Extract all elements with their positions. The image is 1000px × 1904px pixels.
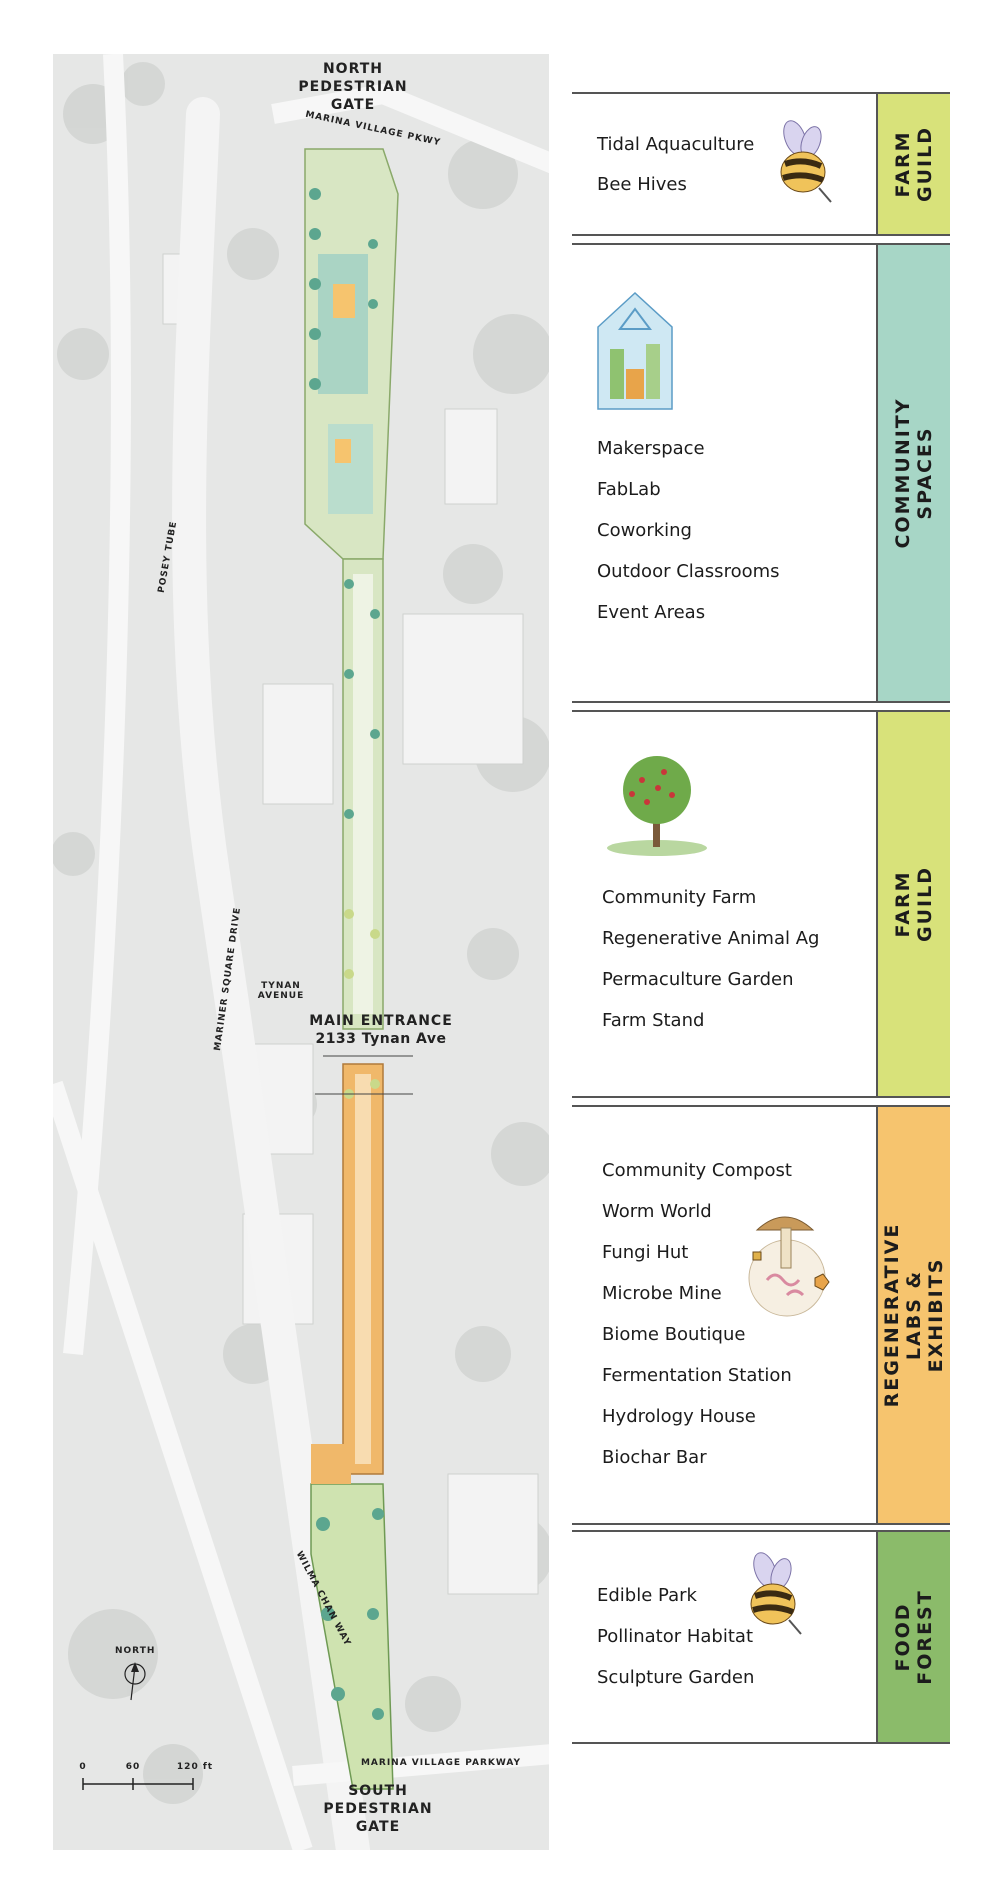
list-item: Farm Stand	[602, 1010, 705, 1031]
greenhouse-icon	[597, 291, 673, 410]
scale-label-120: 120 ft	[176, 1762, 214, 1772]
band-label: REGENERATIVE LABS & EXHIBITS	[881, 1222, 947, 1408]
tynan-avenue-label: TYNAN AVENUE	[257, 981, 305, 1001]
list-item: Makerspace	[597, 438, 705, 459]
band-label: FARM GUILD	[892, 866, 936, 942]
list-item: Worm World	[602, 1201, 712, 1222]
aerial-map-graphic	[53, 54, 549, 1850]
list-item: FabLab	[597, 479, 661, 500]
site-map: NORTH PEDESTRIAN GATE MARINA VILLAGE PKW…	[53, 54, 549, 1850]
list-item: Event Areas	[597, 602, 706, 623]
list-item: Edible Park	[597, 1585, 697, 1606]
panel-food-forest: Edible Park Pollinator Habitat Sculpture…	[572, 1530, 950, 1744]
north-arrow-label: NORTH	[115, 1646, 156, 1656]
list-item: Biochar Bar	[602, 1447, 707, 1468]
band-food-forest: FOOD FOREST	[876, 1532, 950, 1742]
list-item: Permaculture Garden	[602, 969, 794, 990]
list-item: Fungi Hut	[602, 1242, 689, 1263]
list-item: Bee Hives	[597, 174, 687, 195]
band-label: COMMUNITY SPACES	[892, 397, 936, 549]
list-item: Regenerative Animal Ag	[602, 928, 820, 949]
list-item: Microbe Mine	[602, 1283, 722, 1304]
bee-icon	[780, 120, 832, 203]
list-item: Hydrology House	[602, 1406, 756, 1427]
list-item: Fermentation Station	[602, 1365, 792, 1386]
marina-village-parkway-label: MARINA VILLAGE PARKWAY	[360, 1758, 522, 1768]
band-community-spaces: COMMUNITY SPACES	[876, 245, 950, 701]
scale-label-60: 60	[125, 1762, 141, 1772]
list-item: Outdoor Classrooms	[597, 561, 780, 582]
fruit-tree-icon	[607, 756, 707, 856]
bee-icon	[750, 1552, 802, 1635]
list-item: Pollinator Habitat	[597, 1626, 753, 1647]
north-pedestrian-gate-label: NORTH PEDESTRIAN GATE	[298, 61, 408, 113]
band-farm-guild: FARM GUILD	[876, 94, 950, 234]
mushroom-soil-icon	[748, 1216, 830, 1317]
panel-regenerative-labs: Community Compost Worm World Fungi Hut M…	[572, 1105, 950, 1525]
band-label: FARM GUILD	[892, 126, 936, 202]
list-item: Sculpture Garden	[597, 1667, 755, 1688]
band-farm-guild: FARM GUILD	[876, 712, 950, 1096]
scale-label-0: 0	[79, 1762, 87, 1772]
main-entrance-address: 2133 Tynan Ave	[315, 1031, 447, 1047]
list-item: Tidal Aquaculture	[597, 134, 755, 155]
band-label: FOOD FOREST	[892, 1589, 936, 1685]
main-entrance-label: MAIN ENTRANCE	[309, 1013, 453, 1029]
list-item: Community Compost	[602, 1160, 792, 1181]
list-item: Community Farm	[602, 887, 757, 908]
panel-community-spaces: Makerspace FabLab Coworking Outdoor Clas…	[572, 243, 950, 703]
panel-farm-guild-north: Tidal Aquaculture Bee Hives FARM GUILD	[572, 92, 950, 236]
list-item: Biome Boutique	[602, 1324, 746, 1345]
list-item: Coworking	[597, 520, 692, 541]
south-pedestrian-gate-label: SOUTH PEDESTRIAN GATE	[323, 1783, 433, 1835]
panel-farm-guild-middle: Community Farm Regenerative Animal Ag Pe…	[572, 710, 950, 1098]
band-regenerative-labs: REGENERATIVE LABS & EXHIBITS	[876, 1107, 950, 1523]
